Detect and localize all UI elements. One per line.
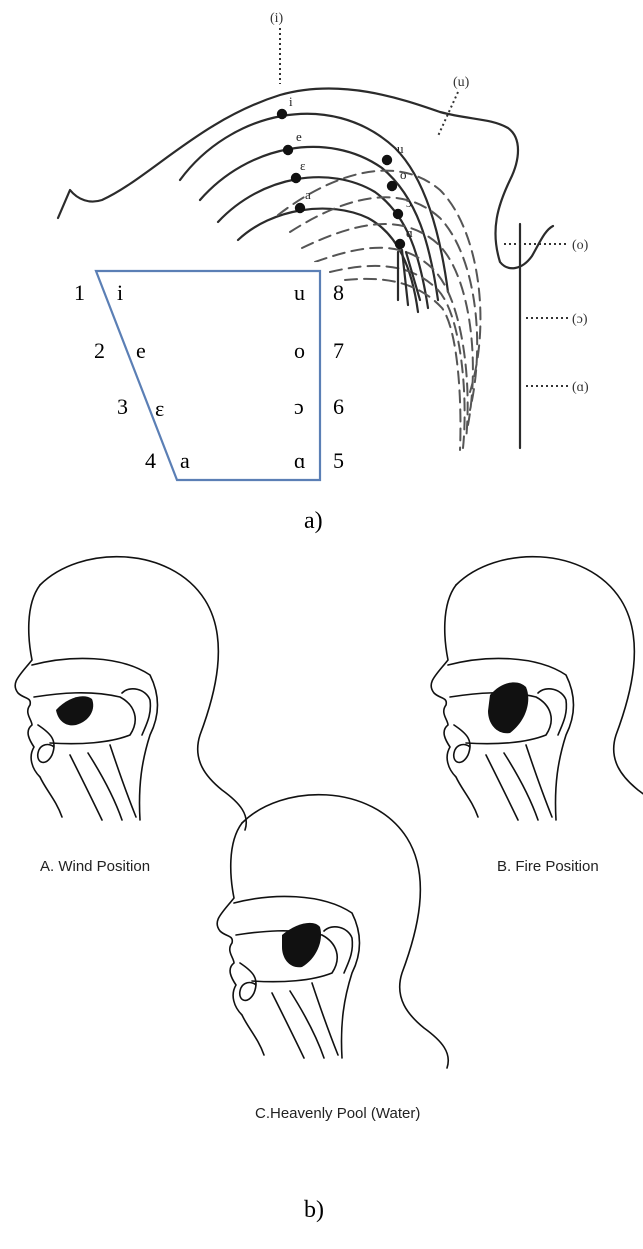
label-water-position: C.Heavenly Pool (Water): [255, 1105, 420, 1122]
trapezoid-number-2: 2: [94, 338, 105, 363]
label-right-a: (ɑ): [572, 380, 589, 395]
tongue-arc-low-2: [345, 279, 460, 450]
trapezoid-vowel-a: a: [180, 448, 190, 473]
point-label-a: a: [305, 187, 311, 202]
caption-b: b): [304, 1197, 324, 1223]
trapezoid-number-5: 5: [333, 448, 344, 473]
trapezoid-vowel-alpha: ɑ: [294, 448, 306, 473]
trapezoid-number-6: 6: [333, 394, 344, 419]
vowel-articulation-diagram: i e ɛ a u o ɔ ɑ (i) (u) (o) (ɔ) (ɑ) 1: [58, 11, 589, 534]
head-wind-position: A. Wind Position: [15, 557, 246, 875]
trapezoid-number-7: 7: [333, 338, 344, 363]
trapezoid-number-8: 8: [333, 280, 344, 305]
trapezoid-vowel-o: o: [294, 338, 305, 363]
point-label-o: o: [400, 167, 407, 182]
point-label-open-o: ɔ: [406, 195, 412, 210]
point-open-o: [393, 209, 403, 219]
label-upper-right: (u): [453, 75, 470, 90]
point-label-i: i: [289, 94, 293, 109]
point-label-u: u: [397, 141, 404, 156]
point-u: [382, 155, 392, 165]
label-right-o: (o): [572, 238, 589, 253]
caption-a: a): [304, 508, 323, 534]
trapezoid-backdrop: [96, 262, 320, 482]
trapezoid-vowel-e: e: [136, 338, 146, 363]
trapezoid-number-1: 1: [74, 280, 85, 305]
label-wind-position: A. Wind Position: [40, 858, 150, 875]
point-o: [387, 181, 397, 191]
tongue-fire: [488, 682, 528, 733]
tongue-arc-open-o: [302, 224, 473, 425]
tongue-water: [282, 923, 321, 967]
point-label-e: e: [296, 129, 302, 144]
trapezoid-vowel-eps: ɛ: [155, 396, 164, 421]
label-right-open-o: (ɔ): [572, 312, 588, 327]
tongue-wind: [56, 696, 93, 725]
trapezoid-number-3: 3: [117, 394, 128, 419]
trapezoid-vowel-i: i: [117, 280, 123, 305]
head-fire-position: B. Fire Position: [431, 557, 643, 875]
point-i: [277, 109, 287, 119]
trapezoid-vowel-u: u: [294, 280, 305, 305]
point-label-eps: ɛ: [300, 158, 306, 173]
head-water-position: C.Heavenly Pool (Water): [217, 795, 448, 1122]
point-e: [283, 145, 293, 155]
trapezoid-vowel-open-o: ɔ: [294, 394, 304, 419]
point-alpha: [395, 239, 405, 249]
vowel-trapezoid: 1 i 2 e 3 ɛ 4 a u 8 o 7 ɔ 6 ɑ 5: [74, 262, 344, 482]
point-a: [295, 203, 305, 213]
point-eps: [291, 173, 301, 183]
point-label-alpha: ɑ: [406, 225, 413, 240]
label-top: (i): [270, 11, 284, 26]
trapezoid-number-4: 4: [145, 448, 156, 473]
label-fire-position: B. Fire Position: [497, 858, 599, 875]
